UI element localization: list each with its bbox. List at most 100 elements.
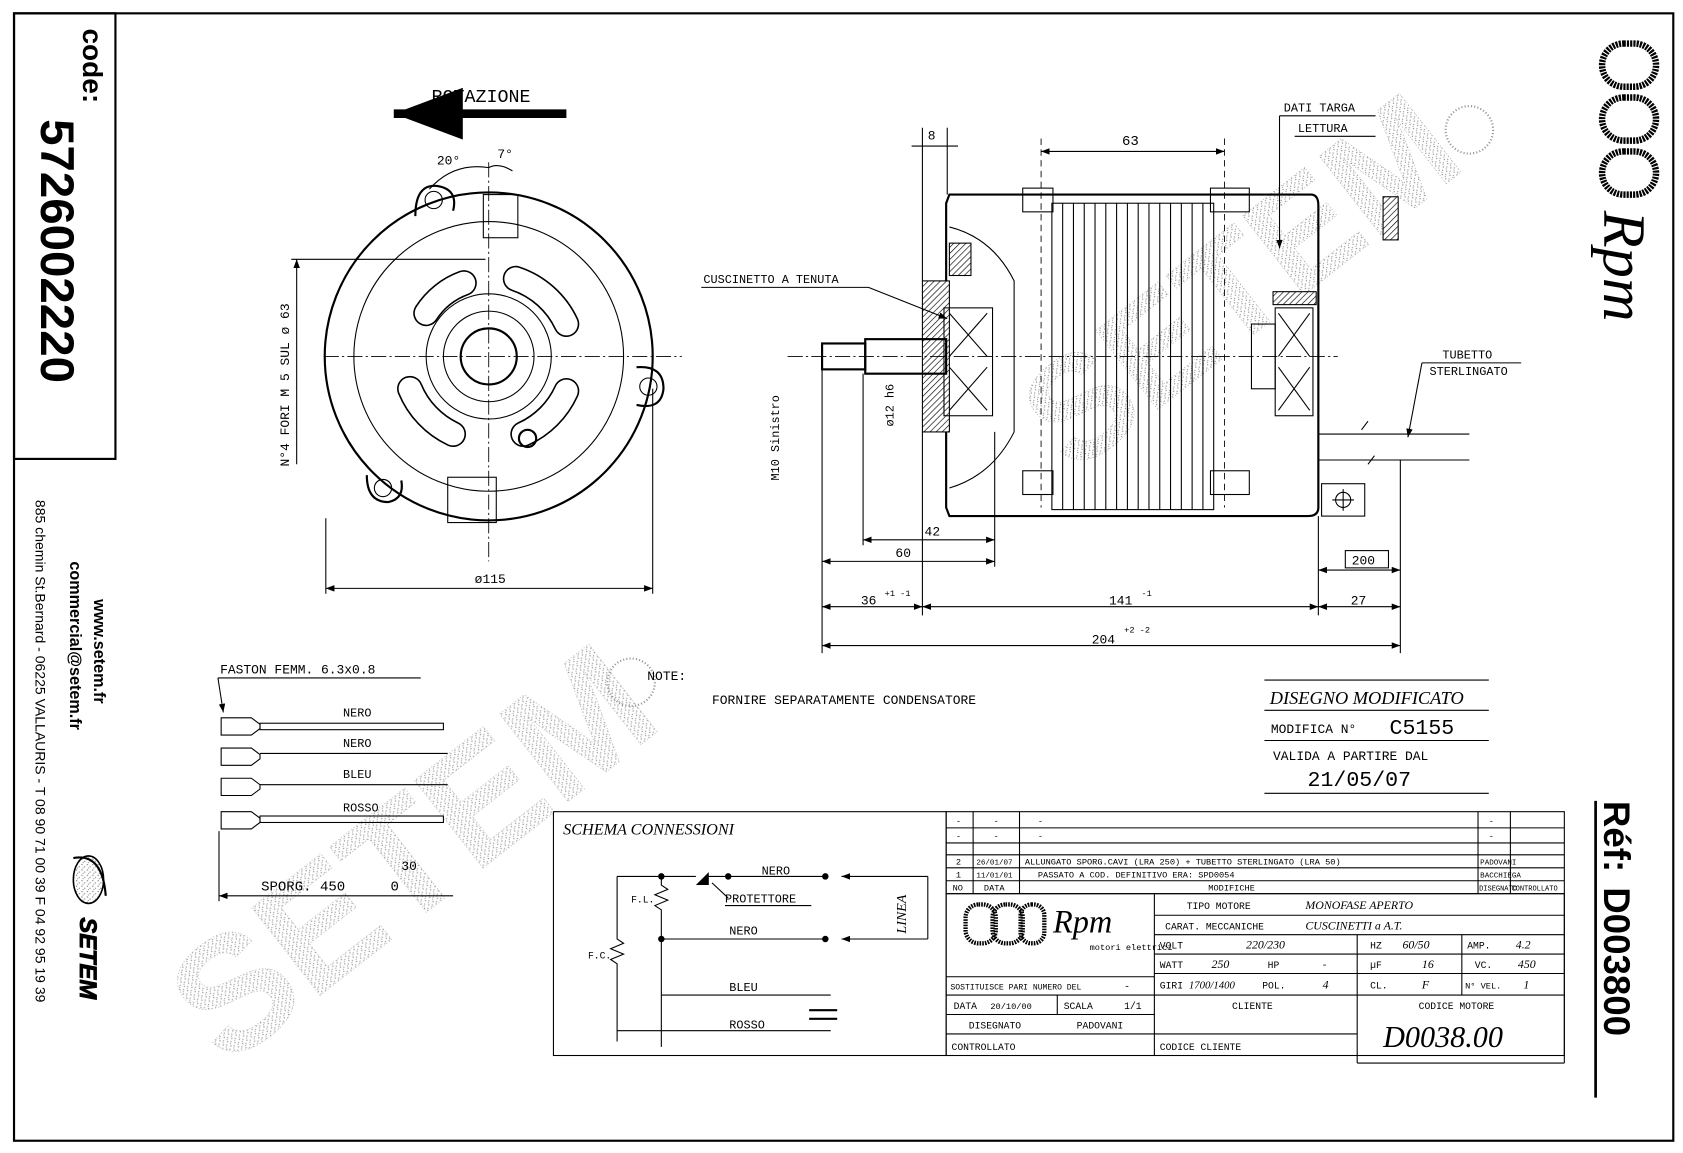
class-label: CL. [1370, 981, 1387, 992]
svg-text:MODIFICHE: MODIFICHE [1208, 883, 1255, 893]
plate-reading: LETTURA [1298, 122, 1349, 136]
terminal-block [482, 194, 519, 239]
dim-36: 36 [861, 594, 877, 609]
modification-box: DISEGNO MODIFICATO MODIFICA N° C5155 VAL… [1264, 679, 1489, 794]
valid-from-label: VALIDA A PARTIRE DAL [1273, 749, 1428, 764]
svg-text:-: - [994, 832, 999, 842]
lead-length-tolerance: 0 [391, 879, 399, 895]
dim-42: 42 [925, 525, 941, 540]
angle-20: 20° [437, 153, 460, 168]
svg-text:PADOVANI: PADOVANI [1480, 860, 1516, 868]
svg-text:11/01/01: 11/01/01 [976, 872, 1013, 880]
mech: CUSCINETTI a A.T. [1305, 918, 1402, 932]
email: commercial@setem.fr [66, 561, 84, 730]
wire-nero-2: NERO [220, 737, 448, 766]
svg-text:-: - [1038, 832, 1043, 842]
motor-type-label: TIPO MOTORE [1187, 901, 1251, 912]
website: www.setem.fr [90, 598, 108, 704]
winding-start-label: F.C. [588, 950, 611, 961]
capacitor-icon [809, 1009, 838, 1020]
hp-label: HP [1268, 960, 1280, 971]
volt: 220/230 [1246, 938, 1285, 952]
lead-strip-length: 30 [401, 859, 417, 874]
address-line: 885 chemin St.Bernard - 06225 VALLAURIS … [33, 500, 49, 1003]
rpm-speed: 1700/1400 [1189, 980, 1236, 992]
client-label: CLIENTE [1232, 1001, 1273, 1012]
hz-label: HZ [1370, 941, 1382, 952]
line-label: LINEA [895, 894, 910, 934]
dim-27: 27 [1351, 594, 1367, 609]
rpm-side-text: Rpm [1590, 210, 1657, 322]
dim-60: 60 [895, 546, 911, 561]
reference: Réf: D003800 [1594, 800, 1637, 1098]
winding-run-label: F.L. [631, 894, 654, 905]
bearing-icon [948, 312, 988, 411]
svg-text:PASSATO A COD. DEFINITIVO ERA:: PASSATO A COD. DEFINITIVO ERA: SPD0054 [1038, 870, 1235, 880]
rotation-label: ROTAZIONE [432, 87, 531, 108]
wire-nero-1: NERO [220, 707, 444, 736]
resistor-icon [609, 876, 625, 1042]
svg-text:-: - [956, 817, 961, 827]
reference-value: D003800 [1596, 887, 1637, 1036]
rpm-speed-label: GIRI [1160, 981, 1183, 992]
bearing-icon [1277, 312, 1311, 411]
dimensions: 8 63 42 60 36 +1 -1 141 -1 27 204 +2 -2 [821, 127, 1401, 654]
replaces: - [1124, 982, 1130, 993]
angle-7: 7° [497, 147, 513, 162]
svg-text:-: - [1489, 832, 1494, 842]
shaft-diameter-label: ø12 h6 [883, 384, 897, 427]
insulation-class: F [1421, 978, 1430, 992]
contact-strip: www.setem.fr commercial@setem.fr 885 che… [33, 500, 108, 1003]
svg-text:2: 2 [956, 858, 961, 868]
tube-label-1: TUBETTO [1442, 349, 1492, 363]
rpm-logo-text: Rpm [1052, 904, 1112, 940]
registered-mark-icon [1444, 105, 1495, 155]
svg-text:-: - [956, 832, 961, 842]
watt-label: WATT [1160, 960, 1183, 971]
modification-number: C5155 [1390, 717, 1455, 741]
rpm-side-logo: Rpm [1590, 40, 1660, 322]
dim-141-tolerance: -1 [1141, 589, 1151, 599]
connector-label: FASTON FEMM. 6.3x0.8 [220, 663, 375, 678]
valid-from-date: 21/05/07 [1308, 769, 1412, 793]
revision-row: ---- [956, 817, 1494, 827]
ventilation-slots [397, 265, 580, 448]
crosshair-icon [1332, 489, 1354, 511]
wire-label: NERO [343, 707, 371, 721]
scale: 1/1 [1124, 1001, 1142, 1012]
replaces-label: SOSTITUISCE PARI NUMERO DEL [950, 984, 1081, 993]
lead-length: SPORG. 450 [261, 879, 345, 895]
wire-label: ROSSO [343, 802, 379, 816]
wire-label: NERO [762, 864, 790, 878]
holes-note: N°4 FORI M 5 SUL ø 63 [278, 303, 293, 466]
vc-label: VC. [1475, 960, 1492, 971]
date: 20/10/00 [990, 1002, 1031, 1012]
uf-label: µF [1370, 960, 1382, 971]
modification-title: DISEGNO MODIFICATO [1269, 688, 1464, 708]
terminal-box [1321, 483, 1366, 517]
dim-204: 204 [1092, 632, 1116, 647]
svg-text:BACCHIEGA: BACCHIEGA [1480, 872, 1521, 880]
setem-logo-text: SETEM [74, 917, 100, 1000]
plate-label: DATI TARGA [1284, 102, 1356, 116]
amp: 4.2 [1516, 938, 1531, 952]
note-text: FORNIRE SEPARATAMENTE CONDENSATORE [712, 693, 976, 708]
poles: 4 [1323, 978, 1329, 992]
reference-label: Réf: [1596, 801, 1637, 872]
dim-204-tolerance: +2 -2 [1124, 626, 1150, 636]
svg-text:26/01/07: 26/01/07 [976, 860, 1012, 868]
hp: - [1322, 960, 1328, 971]
setem-logo: SETEM [72, 855, 107, 1001]
code-box: code: 5726002220 [12, 12, 117, 460]
rpm-tagline: motori elettrici [1090, 943, 1173, 953]
bearing-label: CUSCINETTO A TENUTA [703, 273, 839, 287]
wire-label: BLEU [343, 768, 371, 782]
svg-text:-: - [994, 817, 999, 827]
svg-text:DATA: DATA [984, 883, 1006, 893]
protector-label: PROTETTORE [725, 892, 796, 906]
front-view: ROTAZIONE 20° 7° [278, 87, 682, 594]
page-border [12, 12, 1675, 1142]
